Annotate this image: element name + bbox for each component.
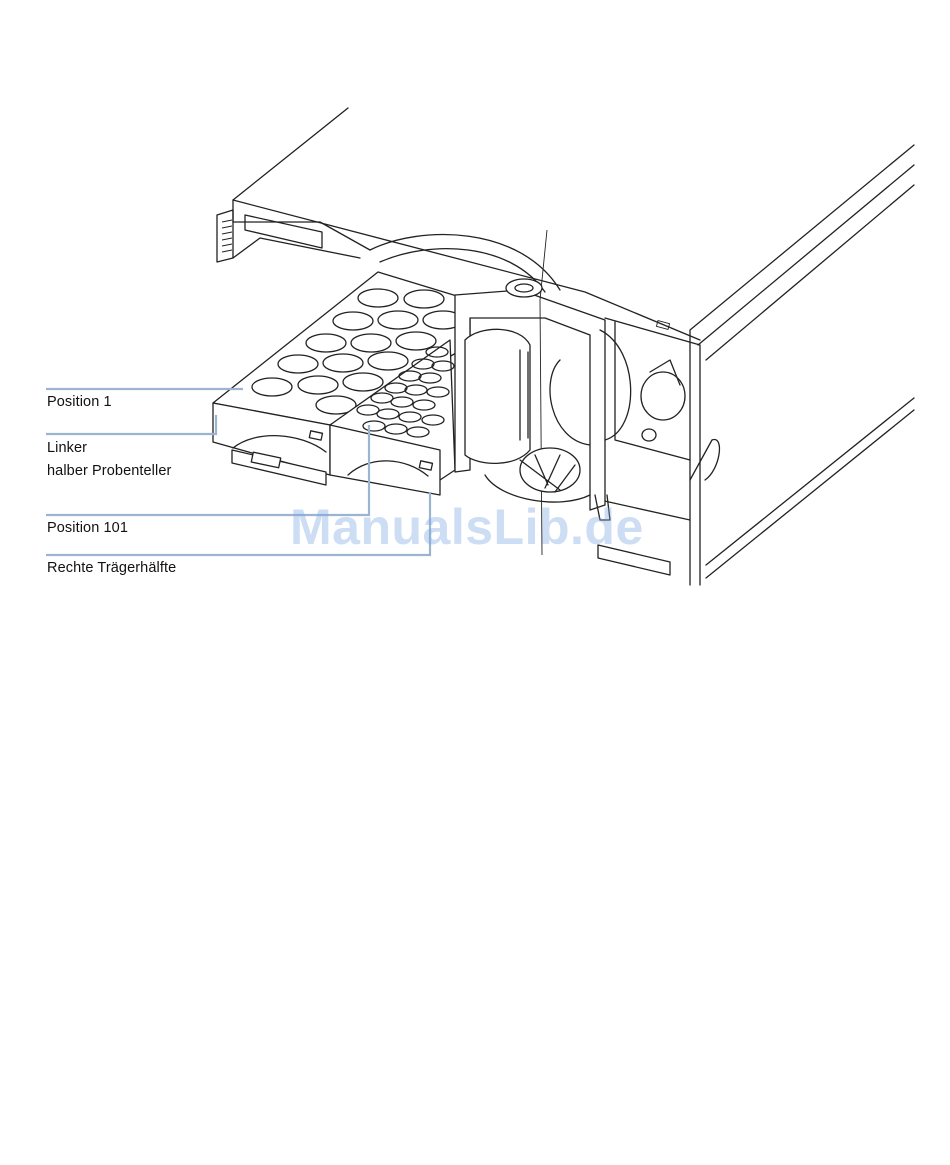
label-left-tray-line1: Linker (47, 437, 87, 460)
leader-left-tray (46, 415, 216, 434)
label-right-carrier: Rechte Trägerhälfte (47, 557, 176, 580)
label-left-tray-line2: halber Probenteller (47, 460, 171, 483)
label-position-1: Position 1 (47, 391, 112, 414)
watermark: ManualsLib.de (290, 498, 644, 556)
label-position-101: Position 101 (47, 517, 128, 540)
